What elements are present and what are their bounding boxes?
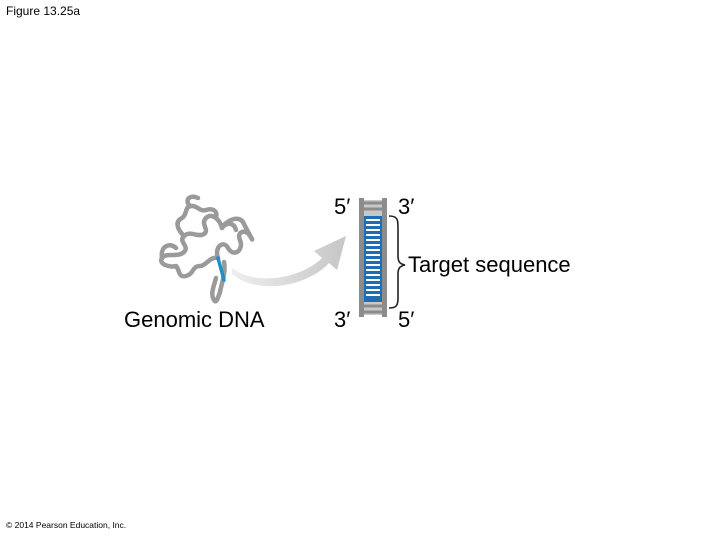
target-sequence-label: Target sequence [408, 252, 571, 277]
strand-top-right-label: 3′ [398, 194, 415, 219]
figure-label: Figure 13.25a [6, 4, 81, 18]
dna-ladder [359, 198, 387, 317]
strand-bottom-left-label: 3′ [334, 307, 351, 332]
genomic-dna-label: Genomic DNA [124, 307, 265, 332]
target-segment-highlight [216, 256, 226, 282]
target-bracket [388, 215, 406, 309]
curved-arrow [232, 236, 346, 287]
genomic-dna-squiggle [159, 194, 255, 304]
strand-top-left-label: 5′ [334, 194, 351, 219]
copyright-notice: © 2014 Pearson Education, Inc. [6, 520, 127, 530]
strand-bottom-right-label: 5′ [398, 307, 415, 332]
